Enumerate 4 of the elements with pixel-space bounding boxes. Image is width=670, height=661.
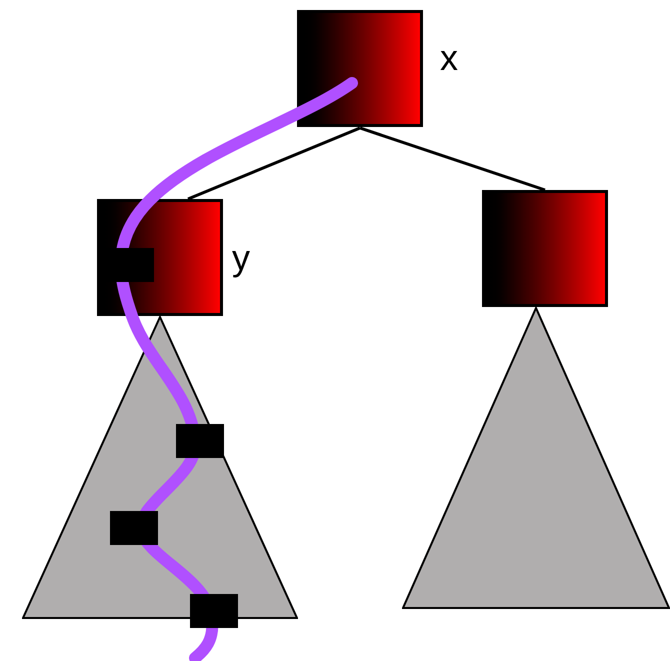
node-label: x [440, 40, 458, 76]
node-label: y [232, 240, 250, 276]
tree-edge [360, 126, 546, 192]
tree-edge [187, 126, 361, 200]
